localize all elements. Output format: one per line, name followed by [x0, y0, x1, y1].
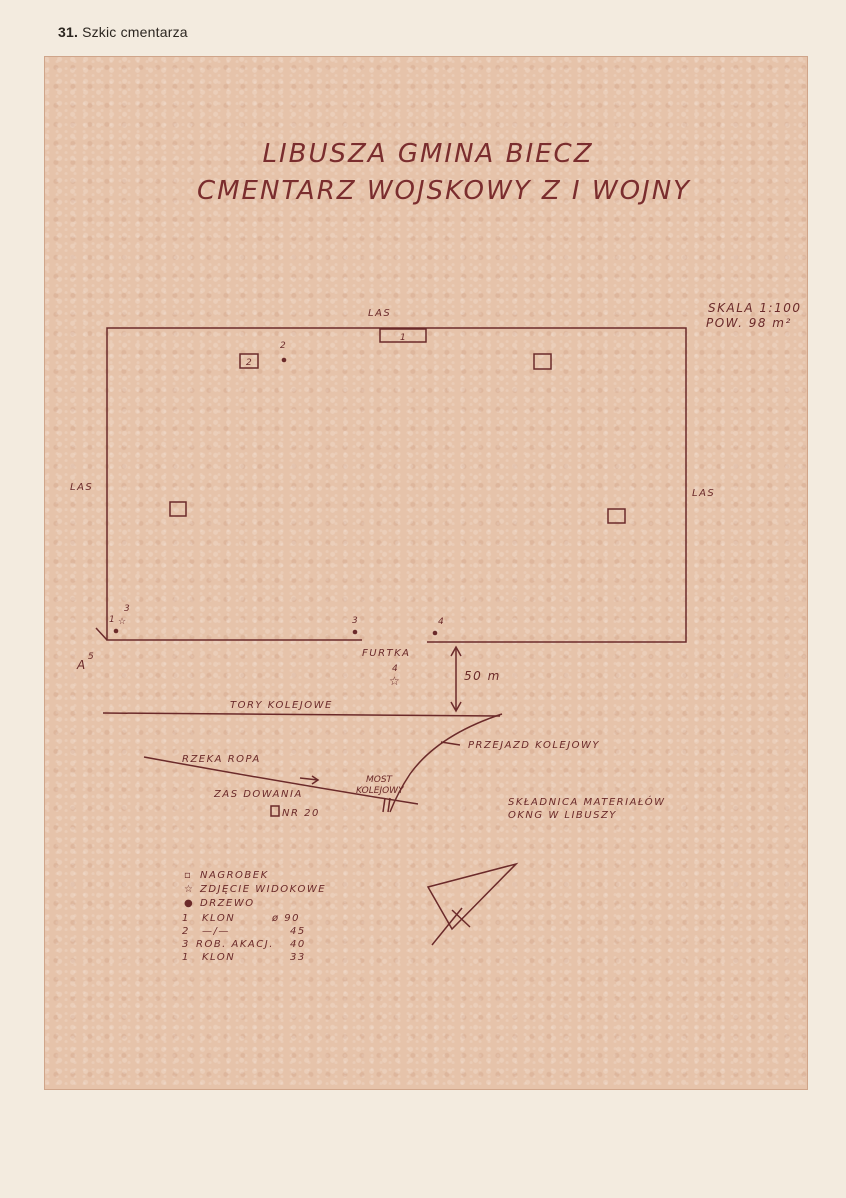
label-las-right: LAS	[692, 488, 715, 499]
legend-text-tree: DRZEWO	[200, 898, 255, 909]
crossing-label: PRZEJAZD KOLEJOWY	[468, 740, 600, 751]
boundary-corner-stub	[95, 627, 108, 641]
depot-label-2: OKNG W LIBUSZY	[508, 810, 617, 821]
river-label: RZEKA ROPA	[182, 754, 261, 765]
legend-text-photo: ZDJĘCIE WIDOKOWE	[199, 884, 326, 895]
title-line-1: LIBUSZA GMINA BIECZ	[262, 139, 593, 169]
page-caption: 31.Szkic cmentarza	[58, 24, 188, 40]
tree-1-sup: 3	[124, 604, 130, 614]
tree-row-3-diameter: 40	[290, 939, 306, 950]
page-caption-text: Szkic cmentarza	[82, 24, 188, 40]
grave-top-right	[533, 353, 552, 370]
burial-site-label: ZAS DOWANIA	[213, 789, 303, 800]
cemetery-boundary	[106, 327, 687, 643]
bridge-mark-2	[387, 797, 391, 813]
tree-4-label: 4	[438, 617, 444, 627]
distance-label: 50 m	[464, 669, 501, 683]
scale-line-1: SKALA 1:100	[708, 301, 802, 315]
north-arrow-triangle	[426, 862, 519, 931]
legend: ▫ NAGROBEK ☆ ZDJĘCIE WIDOKOWE ● DRZEWO 1…	[182, 870, 326, 963]
tree-row-1-name: KLON	[202, 913, 235, 924]
river-line	[143, 756, 419, 805]
river-flow-arrow-head	[311, 775, 320, 785]
bridge-label-1: MOST	[366, 775, 394, 785]
tree-row-4-diameter: 33	[290, 952, 306, 963]
railway-label: TORY KOLEJOWE	[230, 700, 333, 711]
photo-point-corner: ☆	[118, 617, 126, 627]
gate-label: FURTKA	[362, 648, 411, 659]
legend-symbol-tree: ●	[184, 898, 194, 909]
marker-box-1-label: 1	[400, 333, 406, 343]
north-arrow-cross-1	[451, 909, 471, 928]
north-arrow	[426, 862, 519, 946]
tree-row-3-name: ROB. AKACJ.	[196, 939, 274, 950]
grave-left	[169, 501, 187, 517]
tree-row-2-diameter: 45	[290, 926, 306, 937]
title-line-2: CMENTARZ WOJSKOWY Z I WOJNY	[197, 176, 691, 206]
grave-2	[239, 353, 259, 369]
tree-3	[352, 629, 358, 635]
marker-a: A	[76, 658, 87, 672]
gate-photo-point: ☆	[389, 674, 401, 688]
sketch-sheet	[44, 56, 808, 1090]
tree-row-4-name: KLON	[202, 952, 235, 963]
tree-row-1-number: 1	[182, 913, 190, 924]
tree-4	[432, 630, 438, 636]
grave-2-label: 2	[246, 358, 252, 368]
page-number: 31.	[58, 24, 79, 40]
grave-right	[607, 508, 626, 524]
crossing-mark	[440, 741, 461, 746]
road-line	[389, 713, 503, 813]
label-las-top: LAS	[368, 308, 391, 319]
tree-3-label: 3	[352, 616, 358, 626]
tree-1	[113, 628, 119, 634]
tree-row-3-number: 3	[182, 939, 190, 950]
scale-line-2: POW. 98 m²	[706, 316, 792, 330]
tree-1-label: 1	[109, 615, 115, 625]
river-flow-arrow	[299, 777, 319, 781]
distance-arrow-head-bottom	[450, 701, 462, 713]
tree-2-label: 2	[280, 341, 286, 351]
legend-symbol-photo: ☆	[184, 884, 194, 895]
tree-row-2-number: 2	[182, 926, 190, 937]
marker-box-1	[379, 328, 427, 343]
north-arrow-cross-2	[431, 907, 463, 946]
legend-symbol-grave: ▫	[184, 870, 192, 881]
depot-label-1: SKŁADNICA MATERIAŁÓW	[508, 795, 665, 808]
marker-a-sup: 5	[88, 652, 94, 662]
bridge-mark-1	[382, 797, 386, 813]
bridge-label-2: KOLEJOWY	[356, 786, 405, 796]
tree-row-4-number: 1	[182, 952, 190, 963]
label-las-left: LAS	[70, 482, 93, 493]
tree-row-1-diameter: ø 90	[271, 913, 300, 924]
distance-arrow-head-top	[450, 645, 462, 657]
tree-row-2-name: —/—	[202, 926, 230, 937]
site-number: NR 20	[282, 808, 320, 819]
gate-photo-number: 4	[392, 664, 398, 674]
site-marker	[270, 805, 280, 817]
railway-line	[102, 712, 501, 717]
legend-text-grave: NAGROBEK	[200, 870, 269, 881]
tree-2	[281, 357, 287, 363]
